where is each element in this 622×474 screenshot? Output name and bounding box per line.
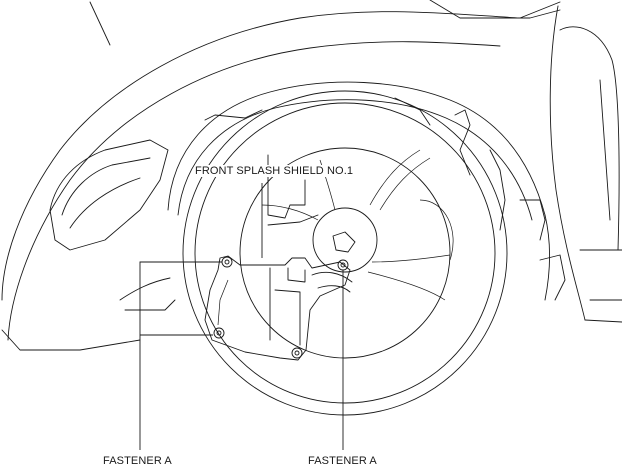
car-body-outline bbox=[1, 0, 622, 351]
bumper-vent-detail bbox=[49, 139, 176, 311]
leader-lines bbox=[139, 183, 344, 450]
wheel-arch-liner bbox=[167, 81, 566, 301]
front-splash-shield-label: FRONT SPLASH SHIELD NO.1 bbox=[195, 165, 354, 177]
fastener-a-right-label: FASTENER A bbox=[308, 455, 377, 467]
fastener-a-left-label: FASTENER A bbox=[103, 455, 172, 467]
front-splash-shield bbox=[204, 255, 353, 361]
suspension-bracket bbox=[267, 154, 319, 226]
tire-and-wheel bbox=[182, 90, 508, 416]
